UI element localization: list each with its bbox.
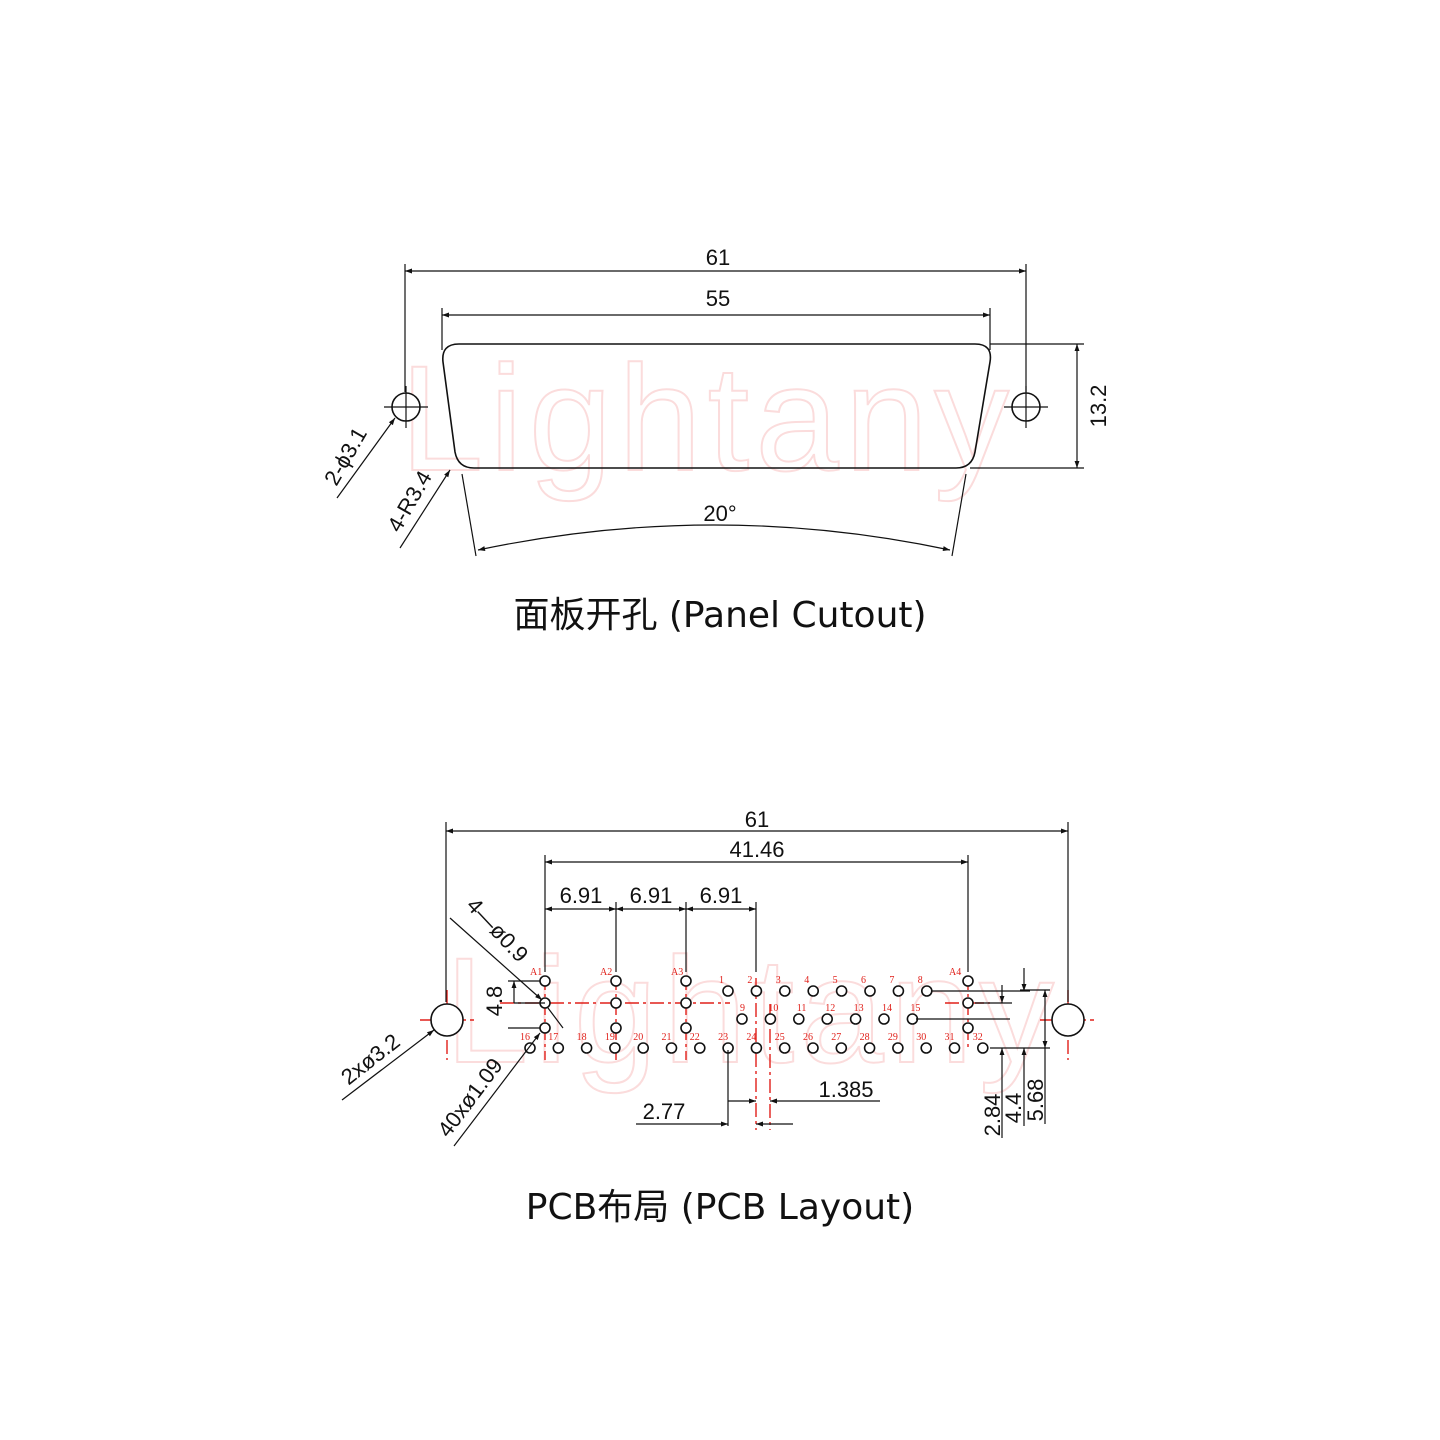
cutout-outline xyxy=(442,343,992,469)
pin-hole-32 xyxy=(976,1042,989,1054)
pin-hole-9 xyxy=(736,1013,748,1025)
pin-label-15: 15 xyxy=(910,1003,920,1014)
coax-label-a2: A2 xyxy=(600,967,612,978)
pin-label-14: 14 xyxy=(882,1003,892,1014)
pin-label-21: 21 xyxy=(662,1032,672,1043)
pcb-dim-41-46: 41.46 xyxy=(729,837,784,862)
pin-label-2: 2 xyxy=(747,975,752,986)
pin-label-18: 18 xyxy=(577,1032,587,1043)
pin-label-13: 13 xyxy=(854,1003,864,1014)
pin-hole-1 xyxy=(722,985,734,997)
pin-label-12: 12 xyxy=(825,1003,835,1014)
panel-dim-55: 55 xyxy=(706,286,730,311)
pin-hole-19 xyxy=(609,1042,621,1054)
pin-hole-25 xyxy=(778,1042,791,1054)
pin-label-24: 24 xyxy=(746,1032,756,1043)
pin-hole-17 xyxy=(552,1042,565,1054)
pin-hole-27 xyxy=(835,1042,848,1054)
pcb-layout-title: PCB布局 (PCB Layout) xyxy=(526,1187,914,1228)
pin-hole-16 xyxy=(524,1042,536,1054)
pin-hole-15 xyxy=(906,1013,919,1025)
pin-hole-21 xyxy=(665,1042,678,1054)
coax-label-a3: A3 xyxy=(671,967,683,978)
pcb-dim-pin-pitch: 2.77 xyxy=(643,1099,686,1124)
pin-label-20: 20 xyxy=(633,1032,643,1043)
pin-hole-26 xyxy=(807,1042,819,1054)
pcb-mount-hole-left xyxy=(430,1003,464,1037)
panel-dim-mount-holes: 2-ϕ3.1 xyxy=(319,423,372,490)
pin-label-22: 22 xyxy=(690,1032,700,1043)
pin-label-11: 11 xyxy=(797,1003,807,1014)
panel-dim-13-2: 13.2 xyxy=(1086,385,1111,428)
pin-hole-14 xyxy=(878,1013,890,1025)
panel-dim-61: 61 xyxy=(706,245,730,270)
pcb-dim-height-44: 4.4 xyxy=(1001,1093,1026,1124)
pin-label-16: 16 xyxy=(520,1032,530,1043)
pin-hole-24 xyxy=(750,1042,763,1054)
pin-label-5: 5 xyxy=(833,975,838,986)
pin-hole-3 xyxy=(778,985,791,997)
watermark-bottom: Lightany xyxy=(445,926,1060,1094)
pin-hole-2 xyxy=(750,985,763,997)
pin-label-31: 31 xyxy=(945,1032,955,1043)
coax-group-a4 xyxy=(962,975,974,1034)
pin-hole-6 xyxy=(864,985,876,997)
pin-label-26: 26 xyxy=(803,1032,813,1043)
pcb-dim-height-284: 2.84 xyxy=(980,1094,1005,1137)
pin-label-1: 1 xyxy=(719,975,724,986)
pcb-mount-hole-right xyxy=(1051,1003,1085,1037)
pcb-dim-mount-holes: 2xø3.2 xyxy=(336,1029,404,1090)
pin-hole-18 xyxy=(580,1042,593,1054)
pin-label-4: 4 xyxy=(804,975,809,986)
pcb-dim-pitch-3: 6.91 xyxy=(700,883,743,908)
coax-group-a2 xyxy=(610,975,622,1034)
pcb-dim-row-stagger: 1.385 xyxy=(818,1077,873,1102)
coax-group-a3 xyxy=(680,975,692,1034)
pin-hole-5 xyxy=(835,985,848,997)
panel-cutout-title: 面板开孔 (Panel Cutout) xyxy=(513,595,926,636)
pin-label-8: 8 xyxy=(918,975,923,986)
pin-label-10: 10 xyxy=(768,1003,778,1014)
pin-label-27: 27 xyxy=(831,1032,841,1043)
pin-hole-22 xyxy=(693,1042,706,1054)
pin-hole-12 xyxy=(821,1013,834,1025)
pcb-dim-pitch-1: 6.91 xyxy=(560,883,603,908)
pin-hole-13 xyxy=(849,1013,862,1025)
pin-label-29: 29 xyxy=(888,1032,898,1043)
pin-label-30: 30 xyxy=(916,1032,926,1043)
pcb-dim-height-568: 5.68 xyxy=(1023,1079,1048,1122)
pin-label-9: 9 xyxy=(740,1003,745,1014)
watermark-top: Lightany xyxy=(400,334,1015,502)
pin-hole-20 xyxy=(637,1042,650,1054)
pin-label-32: 32 xyxy=(973,1032,983,1043)
coax-group-a1 xyxy=(539,975,551,1034)
pin-label-28: 28 xyxy=(860,1032,870,1043)
pin-hole-31 xyxy=(948,1042,961,1054)
pin-label-7: 7 xyxy=(889,975,894,986)
pin-hole-28 xyxy=(863,1042,876,1054)
coax-label-a4: A4 xyxy=(949,967,961,978)
pin-label-23: 23 xyxy=(718,1032,728,1043)
pin-label-25: 25 xyxy=(775,1032,785,1043)
pin-hole-11 xyxy=(792,1013,805,1025)
pin-hole-8 xyxy=(920,985,933,997)
panel-cutout-drawing: 61 55 13.2 2-ϕ3.1 4-R3.4 20° 面板开孔 (Panel… xyxy=(319,245,1111,636)
coax-label-a1: A1 xyxy=(530,967,542,978)
pcb-dim-61: 61 xyxy=(745,807,769,832)
pcb-dim-pitch-2: 6.91 xyxy=(630,883,673,908)
panel-dim-angle: 20° xyxy=(703,501,736,526)
pin-hole-10 xyxy=(764,1013,777,1025)
pin-label-17: 17 xyxy=(548,1032,558,1043)
pin-label-19: 19 xyxy=(605,1032,615,1043)
pin-hole-7 xyxy=(892,985,905,997)
pin-hole-4 xyxy=(807,985,820,997)
pcb-dim-row-offset: 4.8 xyxy=(482,986,507,1017)
pin-label-3: 3 xyxy=(776,975,781,986)
pin-label-6: 6 xyxy=(861,975,866,986)
pin-hole-30 xyxy=(920,1042,933,1054)
pin-hole-29 xyxy=(892,1042,904,1054)
